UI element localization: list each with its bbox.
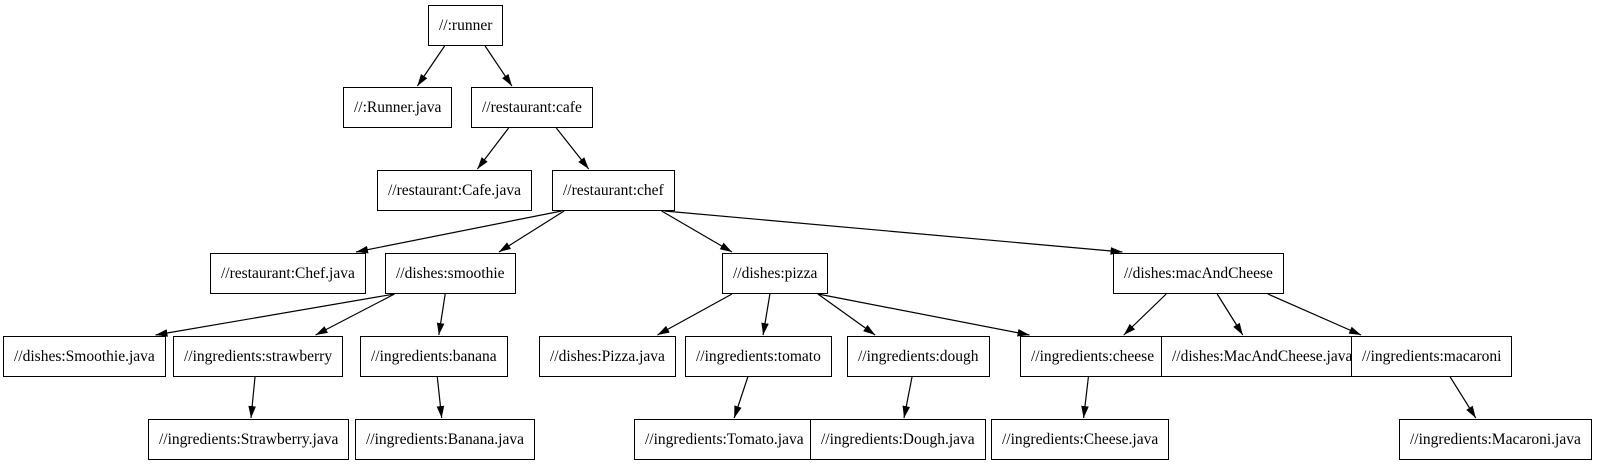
edge-cafe--cafe-java (476, 127, 510, 170)
edge-mac-and-cheese--mac-and-cheese-java (1216, 293, 1244, 336)
edge-smoothie--strawberry (315, 293, 395, 336)
graph-node-pizza: //dishes:pizza (722, 253, 829, 294)
edge-pizza--pizza-java (657, 293, 733, 336)
graph-node-smoothie: //dishes:smoothie (385, 253, 516, 294)
edge-cheese--cheese-java (1081, 376, 1089, 419)
edge-dough--dough-java (902, 376, 913, 419)
graph-node-banana: //ingredients:banana (360, 336, 508, 377)
edge-banana--banana-java (436, 376, 445, 419)
edge-chef--chef-java (355, 210, 562, 254)
graph-node-tomato-java: //ingredients:Tomato.java (634, 419, 815, 460)
graph-node-cafe: //restaurant:cafe (471, 87, 593, 128)
edge-tomato--tomato-java (733, 376, 749, 419)
edge-smoothie--smoothie-java (155, 293, 395, 337)
graph-node-chef-java: //restaurant:Chef.java (210, 253, 366, 294)
edge-pizza--dough (817, 293, 876, 336)
graph-node-cafe-java: //restaurant:Cafe.java (377, 170, 532, 211)
edge-runner--runner-java (416, 45, 446, 87)
edge-mac-and-cheese--macaroni (1267, 293, 1362, 336)
edge-macaroni--macaroni-java (1449, 376, 1477, 419)
graph-node-strawberry-java: //ingredients:Strawberry.java (148, 419, 350, 460)
graph-node-dough-java: //ingredients:Dough.java (810, 419, 986, 460)
edge-runner--cafe (484, 45, 513, 87)
edge-pizza--cheese (817, 293, 1030, 337)
graph-node-smoothie-java: //dishes:Smoothie.java (3, 336, 166, 377)
edge-mac-and-cheese--cheese (1123, 293, 1167, 336)
graph-node-mac-and-cheese-java: //dishes:MacAndCheese.java (1161, 336, 1364, 377)
edge-chef--mac-and-cheese (664, 210, 1123, 255)
graph-node-cheese: //ingredients:cheese (1020, 336, 1166, 377)
graph-node-macaroni: //ingredients:macaroni (1351, 336, 1513, 377)
graph-node-runner-java: //:Runner.java (343, 87, 453, 128)
graph-node-mac-and-cheese: //dishes:macAndCheese (1113, 253, 1284, 294)
graph-node-dough: //ingredients:dough (847, 336, 990, 377)
edge-chef--smoothie (498, 210, 565, 253)
edge-pizza--tomato (761, 293, 771, 336)
edge-cafe--chef (555, 127, 590, 170)
graph-node-banana-java: //ingredients:Banana.java (355, 419, 535, 460)
graph-node-tomato: //ingredients:tomato (685, 336, 832, 377)
graph-node-macaroni-java: //ingredients:Macaroni.java (1399, 419, 1592, 460)
graph-node-strawberry: //ingredients:strawberry (173, 336, 344, 377)
edge-strawberry--strawberry-java (248, 376, 256, 419)
edge-smoothie--banana (436, 293, 446, 336)
graph-node-cheese-java: //ingredients:Cheese.java (991, 419, 1170, 460)
graph-node-chef: //restaurant:chef (552, 170, 675, 211)
edge-chef--pizza (661, 210, 733, 253)
graph-node-runner: //:runner (428, 5, 504, 46)
graph-node-pizza-java: //dishes:Pizza.java (539, 336, 676, 377)
